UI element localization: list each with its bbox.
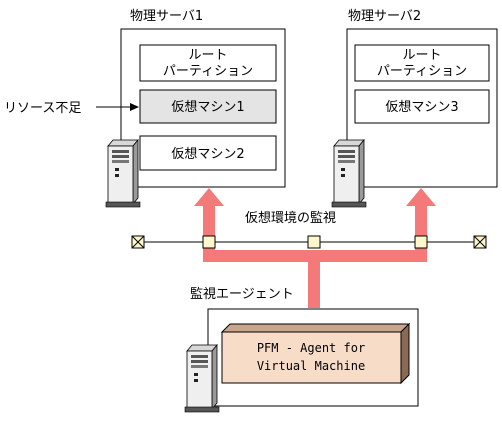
arrow-vertical-to-agent (308, 250, 320, 308)
server2-title: 物理サーバ2 (348, 9, 421, 24)
server1-partition-line2: パーティション (163, 64, 253, 79)
vm1-label: 仮想マシン1 (171, 99, 244, 115)
server1-root-partition (139, 44, 277, 82)
server1-partition-line1: ルート (188, 48, 227, 63)
arrow1-head (194, 188, 224, 206)
agent-tower-icon (184, 343, 220, 413)
server1-tower-icon (105, 138, 141, 208)
monitoring-label: 仮想環境の監視 (245, 210, 336, 226)
annotation-arrowhead (130, 103, 139, 111)
resource-shortage-label: リソース不足 (4, 101, 81, 116)
network-node-server2 (414, 235, 428, 249)
pfm-agent-line2: Virtual Machine (257, 359, 365, 373)
server2-root-partition (354, 44, 490, 82)
server2-tower-icon (331, 138, 367, 208)
vm3-label: 仮想マシン3 (385, 99, 458, 115)
vm1-box (139, 89, 277, 124)
network-node-agent (307, 235, 321, 249)
vm2-label: 仮想マシン2 (171, 146, 244, 162)
arrow2-head (406, 188, 436, 206)
server1-title: 物理サーバ1 (130, 9, 203, 24)
server2-partition-line1: ルート (402, 48, 441, 63)
server2-partition-line2: パーティション (377, 64, 467, 79)
vm3-box (354, 89, 490, 124)
pfm-agent-line1: PFM - Agent for (257, 341, 365, 355)
vm2-box (139, 135, 277, 171)
agent-title: 監視エージェント (190, 286, 294, 302)
network-node-server1 (202, 235, 216, 249)
pfm-agent-block (220, 322, 411, 385)
network-terminator-right (473, 235, 487, 249)
network-terminator-left (131, 235, 145, 249)
